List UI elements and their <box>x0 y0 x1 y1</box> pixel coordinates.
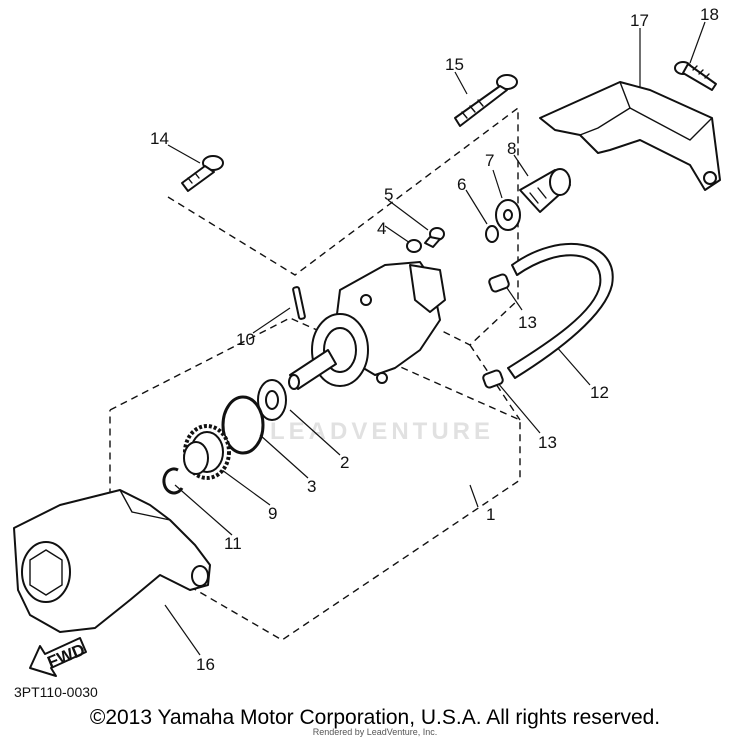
fwd-label: FWD <box>45 640 88 672</box>
callout-8: 8 <box>507 139 516 158</box>
part-7-nut <box>495 199 521 231</box>
callout-17: 17 <box>630 11 649 30</box>
part-10-pin <box>292 286 306 320</box>
callout-12: 12 <box>590 383 609 402</box>
callout-10: 10 <box>236 330 255 349</box>
part-9-gear <box>183 424 231 480</box>
callout-11: 11 <box>224 534 242 553</box>
callout-14: 14 <box>150 129 169 148</box>
rendered-by-notice: Rendered by LeadVenture, Inc. <box>312 727 438 737</box>
fwd-arrow: FWD <box>29 637 88 677</box>
part-6-washer <box>485 225 499 243</box>
part-14-bolt <box>181 155 224 192</box>
callout-9: 9 <box>268 504 277 523</box>
part-8-plug <box>519 168 571 213</box>
part-15-bolt <box>454 74 518 127</box>
part-11-circlip <box>162 467 184 495</box>
part-3-o-ring <box>221 395 265 455</box>
pump-body <box>288 261 446 390</box>
callout-13-lower: 13 <box>538 433 557 452</box>
part-12-hose <box>507 243 614 379</box>
callout-18: 18 <box>700 5 719 24</box>
copyright-notice: ©2013 Yamaha Motor Corporation, U.S.A. A… <box>89 706 661 729</box>
callout-numbers: 1 2 3 4 5 6 7 8 9 10 11 12 13 13 14 15 1… <box>150 5 719 674</box>
part-16-cover <box>13 489 211 633</box>
assembly-outline-link <box>469 344 521 421</box>
part-18-screw <box>674 61 717 91</box>
callout-2: 2 <box>340 453 349 472</box>
callout-1: 1 <box>486 505 495 524</box>
leader-lines <box>164 21 706 656</box>
callout-15: 15 <box>445 55 464 74</box>
part-17-bracket <box>539 81 721 191</box>
diagram-code: 3PT110-0030 <box>14 684 98 700</box>
callout-7: 7 <box>485 151 494 170</box>
callout-5: 5 <box>384 185 393 204</box>
callout-3: 3 <box>307 477 316 496</box>
watermark: LEADVENTURE <box>270 418 495 445</box>
callout-16: 16 <box>196 655 215 674</box>
part-13-clip-lower <box>482 369 504 389</box>
part-13-clip-upper <box>488 273 510 293</box>
callout-6: 6 <box>457 175 466 194</box>
part-2-bearing <box>257 379 287 421</box>
callout-4: 4 <box>377 219 386 238</box>
callout-13-upper: 13 <box>518 313 537 332</box>
part-5-bolt <box>424 227 445 248</box>
part-4-washer <box>406 239 422 253</box>
assembly-outline-upper <box>167 106 519 346</box>
